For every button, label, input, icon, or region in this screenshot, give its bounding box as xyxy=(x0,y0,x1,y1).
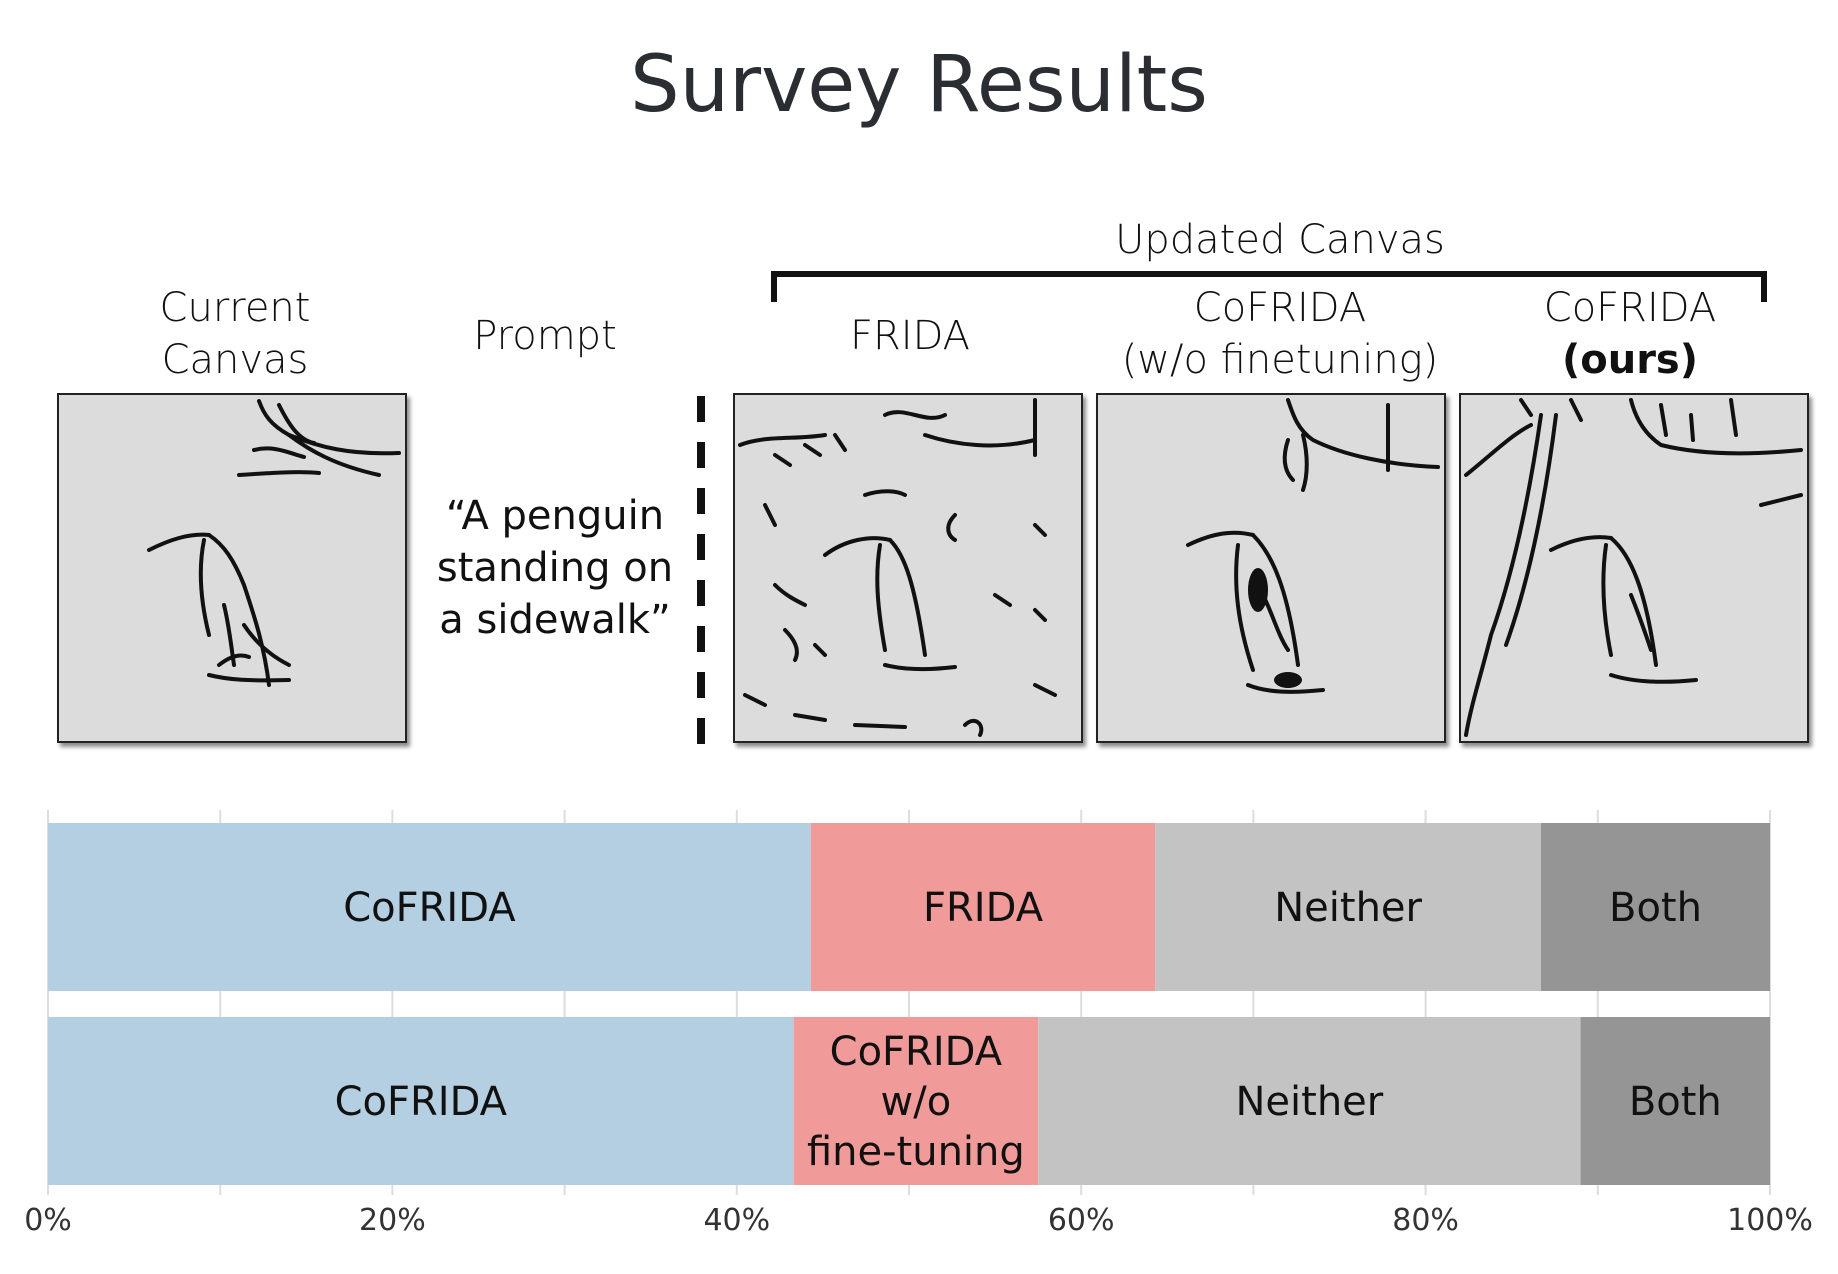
cofrida-ours-heading-line1: CoFRIDA xyxy=(1543,285,1717,331)
bar-segment-label: CoFRIDA xyxy=(335,1079,508,1125)
current-canvas-heading-line2: Canvas xyxy=(161,337,309,383)
cofrida-ours-heading: CoFRIDA (ours) xyxy=(1510,282,1750,386)
cofrida-wo-canvas-image xyxy=(1096,393,1446,743)
divider-dashed-line xyxy=(697,396,705,764)
bar-segment-row2-cofrida xyxy=(48,1017,794,1185)
cofrida-ours-canvas-image xyxy=(1459,393,1809,743)
current-canvas-heading: Current Canvas xyxy=(110,282,360,386)
bar-segment-row2-both xyxy=(1580,1017,1770,1185)
x-tick-label: 60% xyxy=(1048,1203,1115,1238)
cofrida-wo-heading-line2: (w/o finetuning) xyxy=(1121,337,1439,383)
bar-segment-row1-cofrida xyxy=(48,823,811,991)
bar-segment-row2-neither xyxy=(1038,1017,1581,1185)
bar-segment-row1-both xyxy=(1540,823,1770,991)
frida-canvas-image xyxy=(733,393,1083,743)
bar-segment-label: Neither xyxy=(1235,1079,1383,1125)
bar-segment-label: CoFRIDA xyxy=(343,885,516,931)
current-canvas-heading-line1: Current xyxy=(159,285,311,331)
cofrida-wo-heading: CoFRIDA (w/o finetuning) xyxy=(1090,282,1470,386)
bar-segment-label: FRIDA xyxy=(923,885,1044,931)
bar-segment-row2-competitor xyxy=(793,1017,1039,1185)
prompt-line2: standing on xyxy=(436,545,674,591)
cofrida-wo-heading-line1: CoFRIDA xyxy=(1193,285,1367,331)
prompt-heading: Prompt xyxy=(473,313,617,359)
frida-heading: FRIDA xyxy=(849,313,971,359)
current-canvas-image xyxy=(57,393,407,743)
prompt-text: “A penguin standing on a sidewalk” xyxy=(425,490,685,646)
x-tick-label: 40% xyxy=(703,1203,770,1238)
x-tick-label: 20% xyxy=(359,1203,426,1238)
x-tick-label: 80% xyxy=(1392,1203,1459,1238)
bar-segment-row1-competitor xyxy=(810,823,1156,991)
prompt-line3: a sidewalk” xyxy=(439,597,671,643)
x-tick-label: 0% xyxy=(24,1203,72,1238)
bar-segment-label: Both xyxy=(1609,885,1702,931)
bar-segment-label: Both xyxy=(1629,1079,1722,1125)
updated-canvas-label: Updated Canvas xyxy=(1115,217,1445,263)
x-tick-label: 100% xyxy=(1727,1203,1813,1238)
prompt-line1: “A penguin xyxy=(445,493,665,539)
bar-segment-label: Neither xyxy=(1274,885,1422,931)
updated-canvas-bracket xyxy=(771,271,1767,302)
page-title: Survey Results xyxy=(630,40,1208,130)
bar-segment-row1-neither xyxy=(1155,823,1541,991)
cofrida-ours-heading-line2: (ours) xyxy=(1561,337,1699,383)
